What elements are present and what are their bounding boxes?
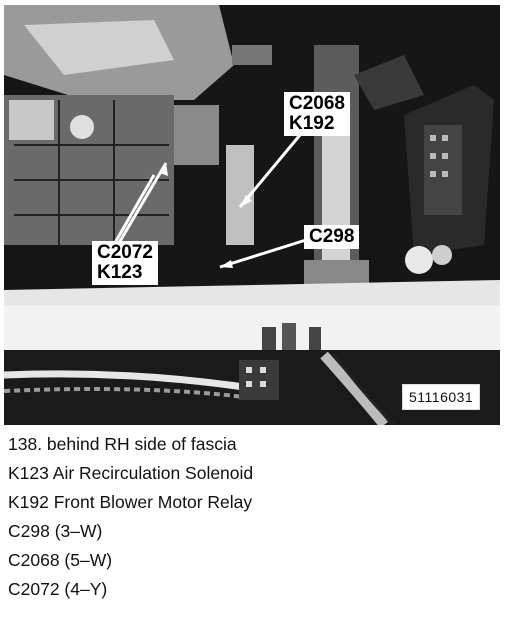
caption-line: C2072 (4–Y)	[8, 579, 108, 599]
caption-line: K192 Front Blower Motor Relay	[8, 492, 253, 512]
callout-label: C2072	[97, 242, 153, 263]
caption-line: C298 (3–W)	[8, 521, 103, 541]
caption-line: K123 Air Recirculation Solenoid	[8, 463, 254, 483]
callout-label: K123	[97, 262, 143, 283]
callout-c298: C298	[304, 225, 360, 249]
caption-line: C2068 (5–W)	[8, 550, 113, 570]
callout-c2072-k123: C2072 K123	[92, 241, 158, 285]
callout-label: K192	[289, 113, 335, 134]
caption: 138. behind RH side of fascia K123 Air R…	[8, 430, 498, 604]
caption-title: 138. behind RH side of fascia	[8, 434, 237, 454]
callout-c2068-k192: C2068 K192	[284, 92, 350, 136]
callout-label: C298	[309, 226, 355, 247]
photo-image	[4, 5, 500, 425]
callout-label: C2068	[289, 93, 345, 114]
reference-number: 51116031	[402, 384, 481, 410]
